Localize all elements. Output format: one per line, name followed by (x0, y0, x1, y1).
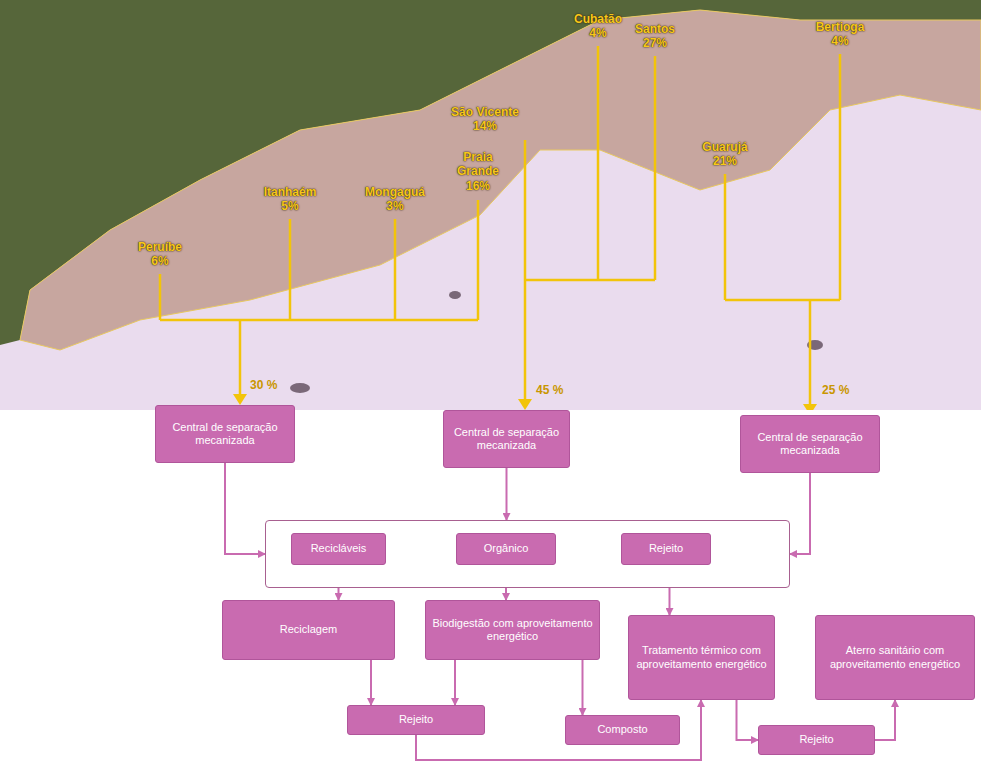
box-text: Biodigestão com aproveitamento energétic… (432, 617, 593, 643)
process-box: Rejeito (621, 533, 711, 565)
flow-arrow (737, 700, 759, 740)
municipality-label: Cubatão4% (572, 12, 624, 41)
share-percent: 14% (443, 119, 527, 133)
flow-arrow (875, 700, 895, 740)
box-text: Central de separação mecanizada (747, 431, 873, 457)
flow-arrow (454, 660, 456, 705)
flow-percent: 45 % (536, 383, 563, 397)
box-text: Central de separação mecanizada (162, 421, 288, 447)
process-box: Rejeito (758, 725, 875, 755)
municipality-name: São Vicente (443, 105, 527, 119)
share-percent: 27% (630, 36, 680, 50)
municipality-name: Itanhaém (250, 185, 330, 199)
municipality-label: Mongaguá3% (355, 185, 435, 214)
process-box: Reciclagem (222, 600, 395, 660)
process-box: Aterro sanitário com aproveitamento ener… (815, 615, 975, 700)
municipality-name: Peruíbe (125, 240, 195, 254)
share-percent: 6% (125, 254, 195, 268)
flow-arrow (370, 660, 372, 705)
municipality-name: Praia Grande (452, 150, 504, 179)
share-percent: 3% (355, 199, 435, 213)
map-illustration (0, 0, 981, 410)
box-text: Composto (597, 723, 647, 736)
box-text: Rejeito (399, 713, 433, 726)
process-box: Tratamento térmico com aproveitamento en… (628, 615, 775, 700)
stream-group: Recicláveis Orgânico Rejeito (265, 520, 790, 588)
box-text: Rejeito (649, 542, 683, 555)
process-box: Central de separação mecanizada (155, 405, 295, 463)
share-percent: 5% (250, 199, 330, 213)
process-box: Rejeito (347, 705, 485, 735)
flow-percent: 30 % (250, 378, 277, 392)
box-text: Aterro sanitário com aproveitamento ener… (822, 644, 968, 670)
share-percent: 21% (694, 154, 756, 168)
municipality-label: Peruíbe6% (125, 240, 195, 269)
municipality-label: Itanhaém5% (250, 185, 330, 214)
municipality-name: Santos (630, 22, 680, 36)
municipality-label: Guarujá21% (694, 140, 756, 169)
share-percent: 4% (572, 26, 624, 40)
flow-arrow (582, 660, 584, 715)
process-box: Central de separação mecanizada (740, 415, 880, 473)
box-text: Rejeito (799, 733, 833, 746)
municipality-name: Cubatão (572, 12, 624, 26)
municipality-label: Bertioga4% (804, 20, 876, 49)
box-text: Reciclagem (280, 623, 337, 636)
flow-arrow (790, 473, 810, 554)
share-percent: 4% (804, 34, 876, 48)
box-text: Tratamento térmico com aproveitamento en… (635, 644, 768, 670)
municipality-label: Santos27% (630, 22, 680, 51)
municipality-name: Mongaguá (355, 185, 435, 199)
box-text: Recicláveis (311, 542, 367, 555)
box-text: Orgânico (484, 542, 529, 555)
flow-percent: 25 % (822, 383, 849, 397)
process-box: Orgânico (456, 533, 556, 565)
municipality-name: Bertioga (804, 20, 876, 34)
process-box: Biodigestão com aproveitamento energétic… (425, 600, 600, 660)
municipality-label: São Vicente14% (443, 105, 527, 134)
process-box: Central de separação mecanizada (443, 410, 570, 468)
box-text: Central de separação mecanizada (450, 426, 563, 452)
municipality-label: Praia Grande16% (452, 150, 504, 193)
process-box: Recicláveis (291, 533, 386, 565)
flow-arrow (225, 463, 265, 554)
municipality-name: Guarujá (694, 140, 756, 154)
process-box: Composto (565, 715, 680, 745)
share-percent: 16% (452, 179, 504, 193)
flow-arrow (506, 468, 508, 520)
